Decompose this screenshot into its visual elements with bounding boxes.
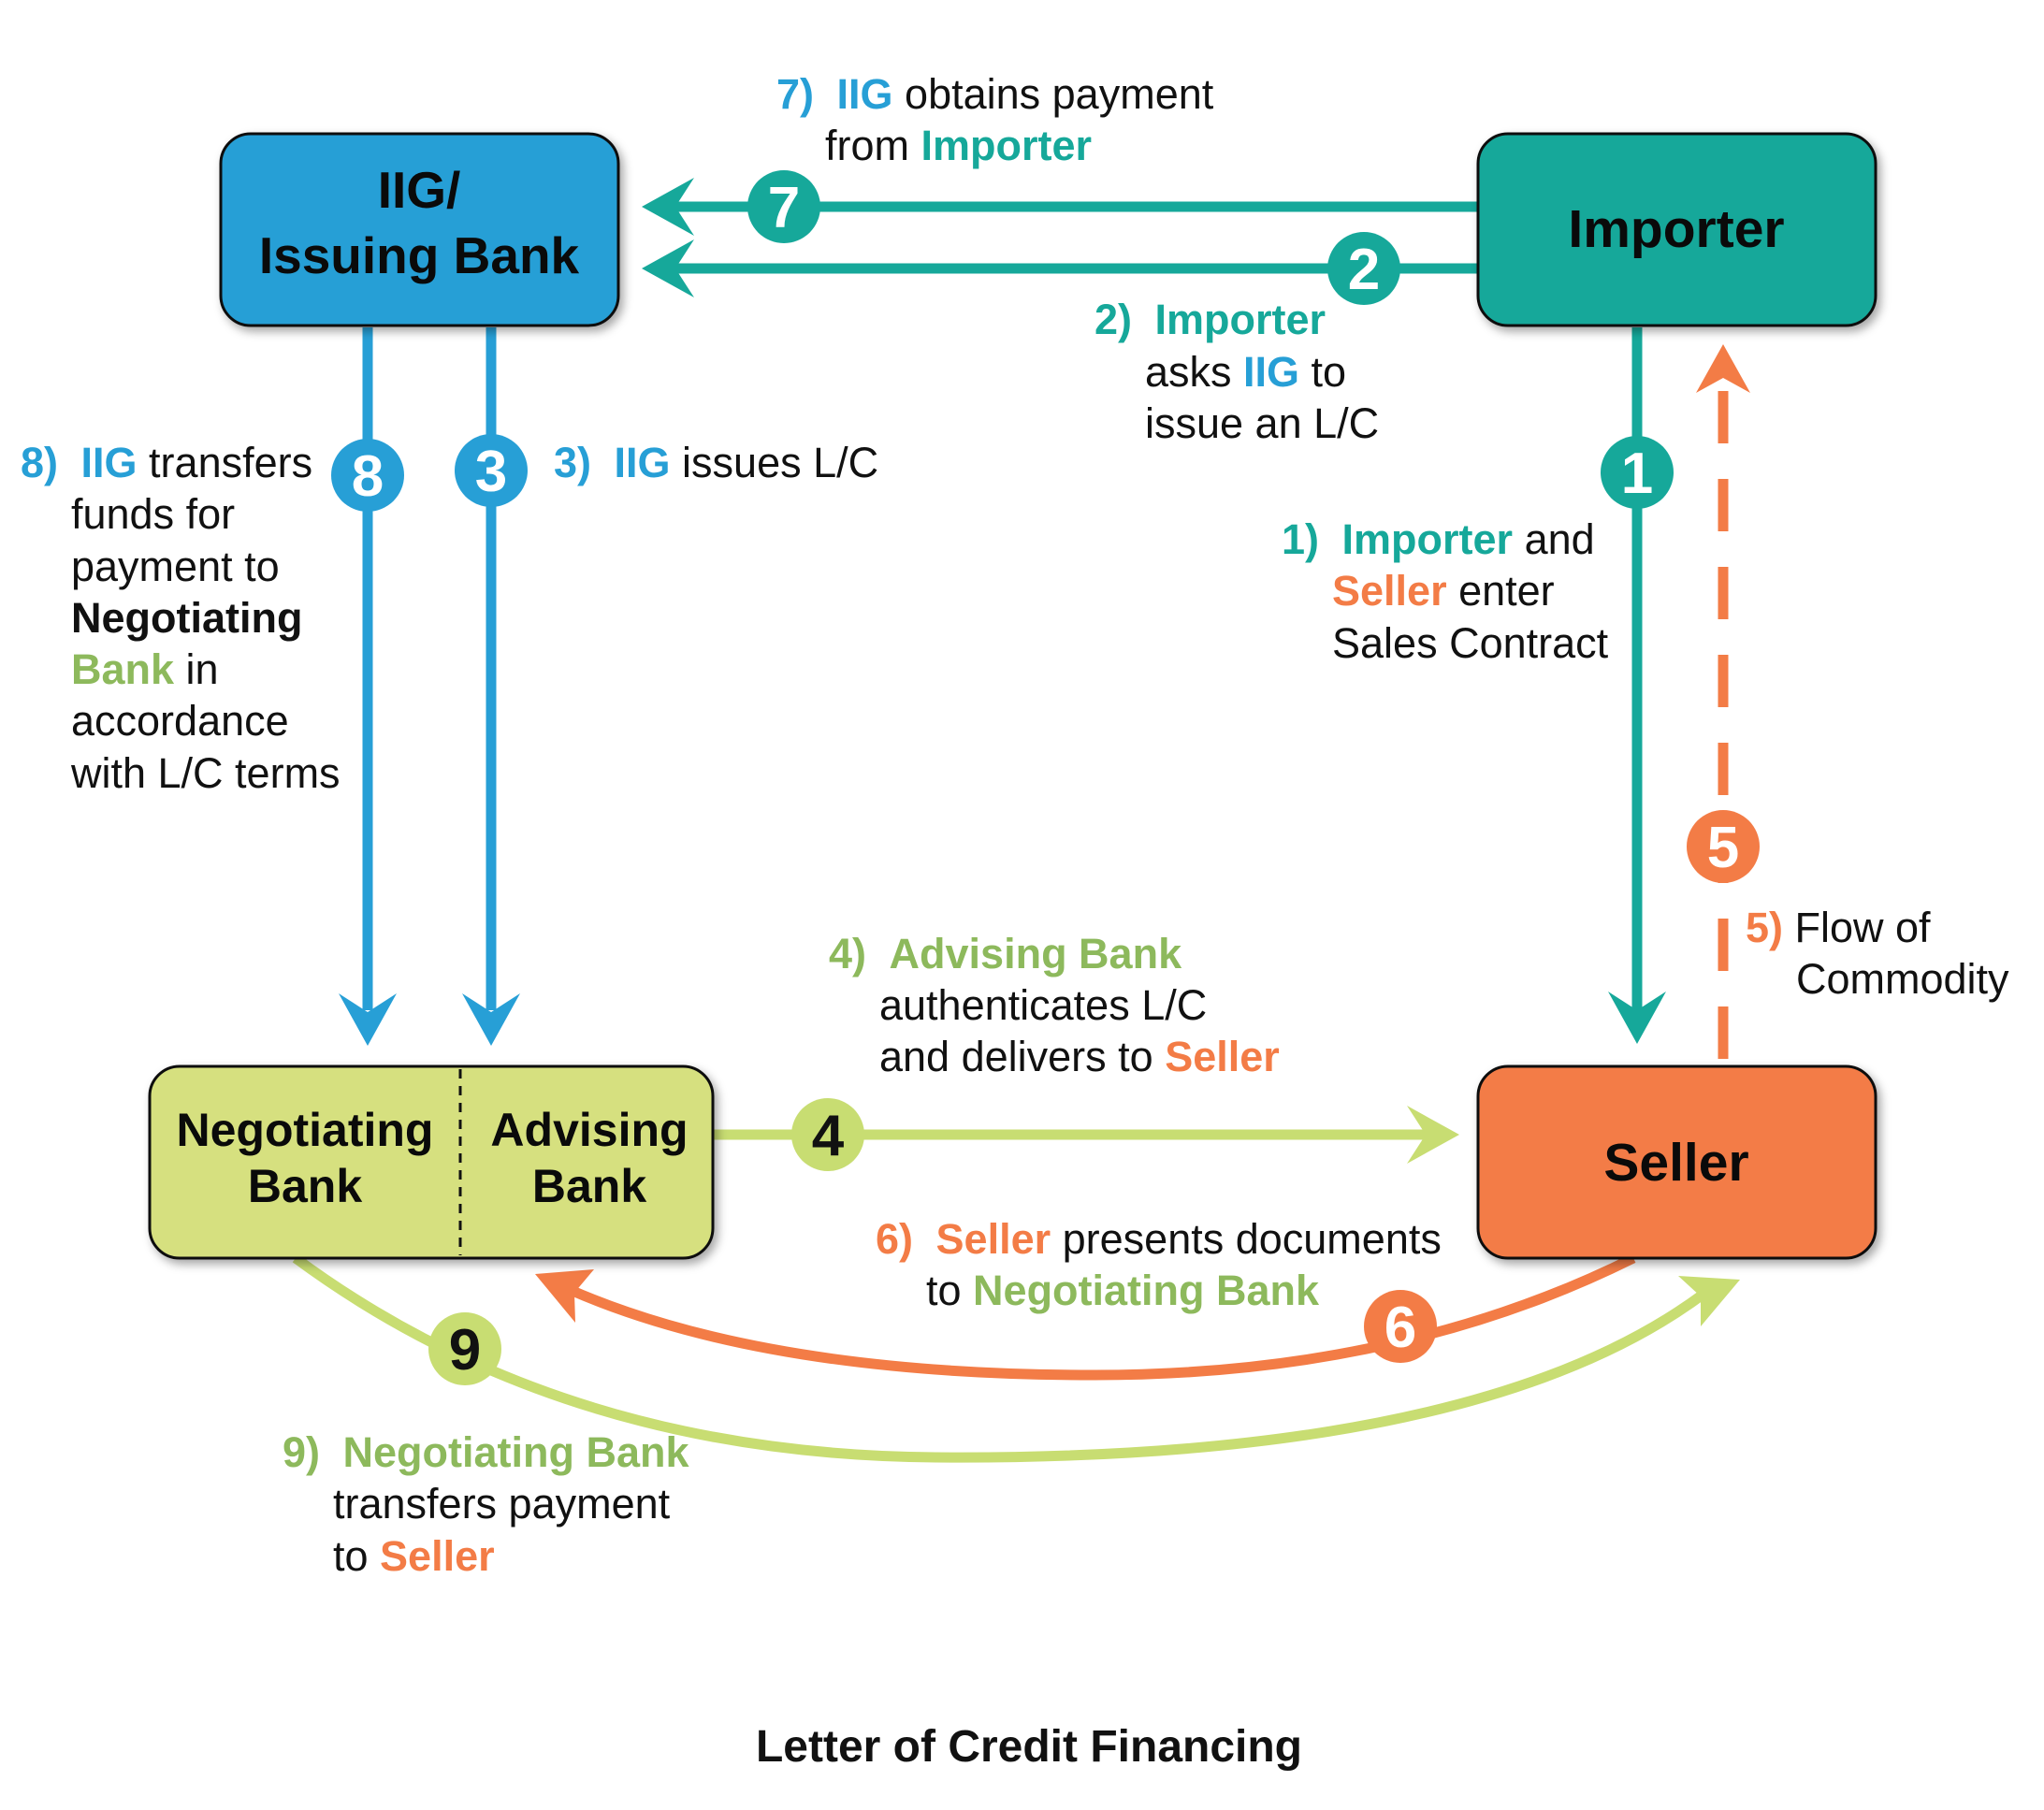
arrow-step-1 — [1608, 327, 1666, 1044]
badge-6: 6 — [1364, 1290, 1437, 1363]
node-negotiating-advising-bank: Negotiating Bank Advising Bank — [148, 1064, 715, 1260]
negotiating-bank-line1: Negotiating — [177, 1104, 434, 1156]
svg-text:Commodity: Commodity — [1796, 955, 2009, 1003]
svg-text:from Importer: from Importer — [825, 122, 1092, 169]
svg-text:asks IIG to: asks IIG to — [1145, 348, 1346, 396]
svg-text:8: 8 — [352, 444, 384, 509]
advising-bank-line2: Bank — [532, 1160, 646, 1212]
seller-label: Seller — [1603, 1133, 1748, 1193]
badge-8: 8 — [331, 439, 404, 512]
svg-text:Bank in: Bank in — [71, 645, 219, 693]
svg-text:2) Importer: 2) Importer — [1094, 296, 1326, 343]
badge-9: 9 — [428, 1312, 501, 1385]
issuing-bank-line2: Issuing Bank — [259, 226, 580, 284]
badge-5: 5 — [1687, 810, 1760, 883]
step-4-annotation: 4) Advising Bank authenticates L/C and d… — [829, 930, 1280, 1080]
issuing-bank-line1: IIG/ — [378, 161, 461, 219]
importer-label: Importer — [1568, 199, 1784, 259]
step-3-annotation: 3) IIG issues L/C — [554, 439, 878, 486]
svg-text:3: 3 — [475, 440, 507, 504]
arrow-step-5 — [1696, 344, 1750, 1059]
step-1-annotation: 1) Importer and Seller enter Sales Contr… — [1282, 515, 1609, 667]
svg-text:1) Importer and: 1) Importer and — [1282, 515, 1595, 563]
arrow-step-6 — [535, 1253, 1636, 1381]
svg-text:issue an L/C: issue an L/C — [1145, 399, 1379, 447]
svg-text:and delivers to Seller: and delivers to Seller — [879, 1033, 1280, 1080]
svg-text:5) Flow of: 5) Flow of — [1746, 904, 1931, 951]
svg-text:to Negotiating Bank: to Negotiating Bank — [926, 1267, 1320, 1314]
badge-4: 4 — [791, 1098, 864, 1171]
svg-text:with L/C terms: with L/C terms — [70, 749, 341, 797]
svg-text:7) IIG obtains payment: 7) IIG obtains payment — [776, 70, 1214, 118]
node-issuing-bank: IIG/ Issuing Bank — [219, 132, 620, 327]
svg-text:accordance: accordance — [71, 697, 289, 745]
svg-text:6) Seller presents docum: 6) Seller presents documents — [876, 1215, 1442, 1263]
svg-text:8) IIG transfers: 8) IIG transfers — [21, 439, 312, 486]
step-2-annotation: 2) Importer asks IIG to issue an L/C — [1094, 296, 1379, 447]
svg-text:5: 5 — [1707, 816, 1739, 880]
step-8-annotation: 8) IIG transfers funds for payment to Ne… — [21, 439, 341, 797]
svg-text:3) IIG issues L/C: 3) IIG issues L/C — [554, 439, 878, 486]
step-5-annotation: 5) Flow of Commodity — [1746, 904, 2009, 1003]
svg-text:Seller enter: Seller enter — [1332, 567, 1555, 615]
svg-text:1: 1 — [1621, 442, 1653, 506]
svg-text:9) Negotiating Bank: 9) Negotiating Bank — [283, 1428, 690, 1476]
step-7-annotation: 7) IIG obtains payment from Importer — [776, 70, 1214, 169]
svg-text:to Seller: to Seller — [333, 1532, 495, 1580]
badge-3: 3 — [455, 434, 528, 507]
step-6-annotation: 6) Seller presents documents to Negotiat… — [876, 1215, 1442, 1314]
svg-text:Negotiating: Negotiating — [71, 594, 302, 642]
svg-text:7: 7 — [768, 176, 800, 240]
svg-text:9: 9 — [449, 1318, 481, 1383]
negotiating-bank-line2: Bank — [248, 1160, 362, 1212]
advising-bank-line1: Advising — [490, 1104, 688, 1156]
arrow-step-8 — [339, 327, 397, 1046]
node-seller: Seller — [1476, 1064, 1877, 1260]
svg-text:Sales Contract: Sales Contract — [1332, 619, 1609, 667]
svg-text:authenticates L/C: authenticates L/C — [879, 981, 1207, 1029]
node-importer: Importer — [1476, 132, 1877, 327]
step-9-annotation: 9) Negotiating Bank transfers payment to… — [283, 1428, 690, 1580]
svg-text:funds for: funds for — [71, 490, 235, 538]
svg-text:4: 4 — [812, 1104, 845, 1168]
svg-text:4) Advising Bank: 4) Advising Bank — [829, 930, 1182, 977]
badge-1: 1 — [1601, 436, 1674, 509]
svg-text:transfers payment: transfers payment — [333, 1480, 671, 1528]
diagram-title: Letter of Credit Financing — [756, 1722, 1302, 1772]
svg-text:6: 6 — [1384, 1296, 1416, 1360]
badge-7: 7 — [747, 170, 820, 243]
badge-2: 2 — [1327, 232, 1400, 305]
svg-text:payment to: payment to — [71, 543, 280, 590]
svg-text:2: 2 — [1348, 238, 1380, 302]
